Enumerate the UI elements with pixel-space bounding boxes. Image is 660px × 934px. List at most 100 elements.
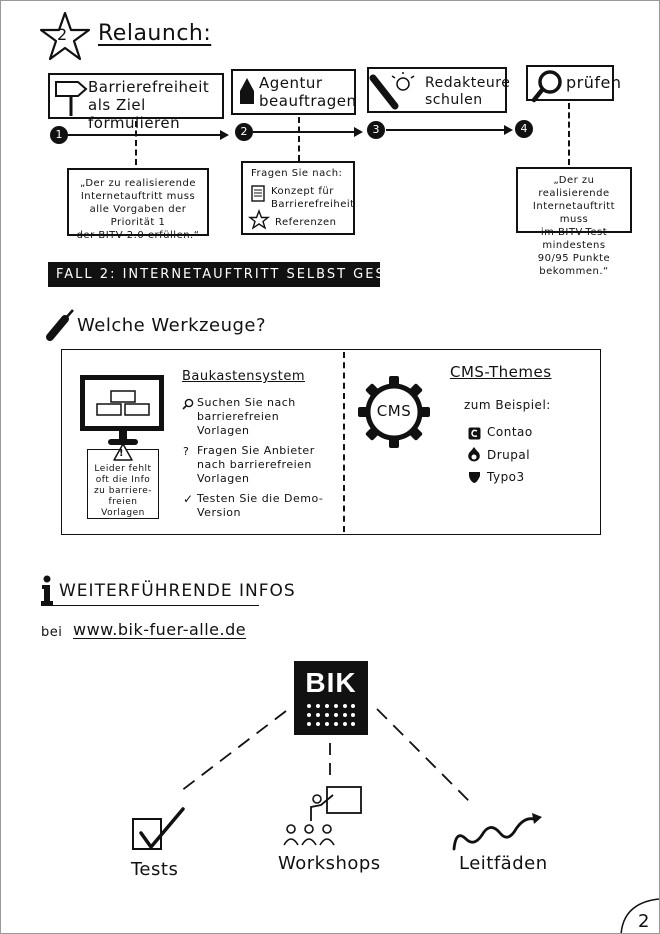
tools-heading: Welche Werkzeuge? [77,315,267,336]
bik-logo-text: BIK [305,667,357,698]
branch-label-workshops: Workshops [278,853,381,874]
baukasten-item-1-line-3: Vorlagen [197,424,250,437]
timeline-num-1: 1 [55,128,63,141]
cms-example-typo3: Typo3 [487,470,525,484]
note-step-1: „Der zu realisierende Internetauftritt m… [67,168,209,241]
info-icon [41,575,53,605]
page-title: Relaunch: [98,21,212,46]
connector-2 [298,117,300,161]
timeline-num-4: 4 [520,122,528,135]
step-box-2: Agentur beauftragen [231,69,356,115]
baukasten-item-2-line-3: Vorlagen [197,472,250,485]
warning-line-4: freien Vorlagen [101,497,145,518]
cms-example-contao: Contao [487,425,533,439]
timeline-num-3: 3 [372,123,380,136]
timeline-dot-2: 2 [235,123,253,141]
baukasten-item-3-line-2: Version [197,506,241,519]
braille-dots [307,704,355,726]
baukasten-item-1-line-2: barrierefreien [197,410,280,423]
pencil-lightbulb-icon [369,72,415,110]
header-number: 2 [57,25,68,44]
baukasten-title: Baukastensystem [182,369,305,384]
baukasten-item-3-marker: ✓ [183,492,194,506]
warning-box: Leider fehlt oft die Info zu barriere- f… [87,449,159,519]
note-1-line-1: „Der zu realisierende [80,178,196,189]
star-icon [248,209,270,230]
note-step-2: Fragen Sie nach: Konzept für Barrierefre… [241,161,355,235]
baukasten-item-3-line-1: Testen Sie die Demo- [197,492,324,505]
note-2-item-1-line-2: Barrierefreiheit [271,199,355,210]
pen-nib-icon [240,78,254,104]
note-2-item-2: Referenzen [275,217,337,228]
branch-label-leitfaeden: Leitfäden [459,853,548,874]
baukasten-item-1-line-1: Suchen Sie nach [197,396,296,409]
magnifier-icon [531,70,562,103]
timeline-dot-1: 1 [50,126,68,144]
infos-heading: WEITERFÜHRENDE INFOS [59,581,296,601]
step-1-title-line-1: Barrierefreiheit [88,78,210,96]
step-4-title-line-1: prüfen [566,73,622,92]
note-1-line-4: der BITV 2.0 erfüllen.“ [76,230,200,241]
page-corner [620,898,659,933]
blocks-icon [96,390,150,416]
signpost-icon [55,81,88,116]
tools-divider [343,352,345,532]
bik-logo: BIK [294,661,368,735]
checkbox-icon [132,807,185,850]
screwdriver-icon [46,309,74,341]
note-2-heading: Fragen Sie nach: [251,168,343,179]
timeline-num-2: 2 [240,125,248,138]
step-box-1: Barrierefreiheit als Ziel formulieren [48,73,224,132]
connector-1 [135,121,137,165]
section-banner: FALL 2: INTERNETAUFTRITT SELBST GESTALTE… [48,262,380,287]
typo3-icon [469,472,480,483]
step-box-4: prüfen [526,65,621,103]
warning-line-1: Leider fehlt [94,464,152,474]
document-icon [251,185,265,202]
step-2-title-line-2: beauftragen [259,92,357,110]
timeline-arrow [66,125,513,140]
timeline-dot-3: 3 [367,121,385,139]
warning-line-2: oft die Info [95,475,151,485]
step-1-title-line-2: als Ziel formulieren [88,96,181,132]
note-step-4: „Der zu realisierende Internetauftritt m… [516,167,632,277]
infos-heading-underline [41,605,259,606]
branch-label-tests: Tests [131,859,179,880]
drupal-icon [468,447,480,462]
monitor-icon [80,375,164,431]
star-icon [39,11,91,61]
note-4-line-3: im BITV-Test mindestens [540,227,608,251]
audience-icon [283,786,362,846]
baukasten-item-2-marker: ? [183,445,190,458]
note-4-line-2: Internetauftritt muss [532,201,616,225]
note-1-line-3: alle Vorgaben der Priorität 1 [89,204,187,228]
step-3-title-line-2: schulen [425,92,483,108]
connector-4 [568,103,570,165]
note-4-line-4: 90/95 Punkte bekommen.“ [537,253,611,277]
warning-triangle-icon [113,443,133,461]
cms-example-label: zum Beispiel: [464,398,551,412]
timeline-dot-4: 4 [515,120,533,138]
note-4-line-1: „Der zu realisierende [538,175,610,199]
wave-icon [452,813,542,851]
warning-symbol: ! [119,448,124,459]
page-number: 2 [638,911,650,932]
note-2-item-1-line-1: Konzept für [271,186,334,197]
infos-link[interactable]: www.bik-fuer-alle.de [73,620,247,639]
warning-line-3: zu barriere- [93,486,153,496]
baukasten-item-2-line-1: Fragen Sie Anbieter [197,444,315,457]
step-box-3: Redakteure schulen [367,67,511,113]
monitor-stand [108,431,138,445]
baukasten-item-2-line-2: nach barrierefreien [197,458,312,471]
step-2-title-line-1: Agentur [259,74,323,92]
cms-example-drupal: Drupal [487,448,531,462]
step-3-title-line-1: Redakteure [425,75,511,91]
infos-prefix: bei [41,625,63,640]
magnifier-icon [182,398,194,410]
gear-label: CMS [376,402,412,420]
gear-icon [358,376,430,448]
cms-title: CMS-Themes [450,363,552,381]
contao-icon [468,427,481,440]
